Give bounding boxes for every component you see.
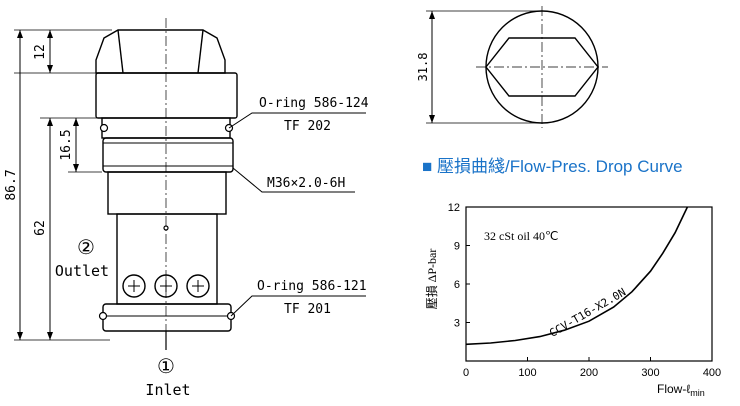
x-tick-label: 200	[580, 367, 598, 379]
valve-side-view	[95, 18, 238, 350]
leaders	[228, 112, 366, 317]
inlet-number: ①	[157, 356, 175, 378]
y-tick-label: 6	[454, 279, 460, 291]
o-rings	[98, 123, 236, 321]
o-ring-bottom-left	[98, 311, 108, 321]
o-ring-bottom-label: O-ring 586-121	[257, 279, 367, 294]
x-tick-label: 0	[463, 367, 469, 379]
dim-thread-length: 16.5	[59, 129, 74, 160]
valve-top-view	[476, 6, 608, 128]
port-hole-3	[186, 274, 210, 298]
o-ring-top-left	[99, 123, 109, 133]
x-tick-label: 400	[703, 367, 721, 379]
dim-body-length: 62	[33, 220, 48, 236]
y-ticks: 3 6 9 12	[448, 202, 470, 330]
x-tick-label: 100	[518, 367, 536, 379]
upper-body	[107, 171, 227, 215]
inlet-label: Inlet	[145, 381, 190, 399]
y-tick-label: 12	[448, 202, 460, 214]
pressure-drop-chart: 0 100 200 300 400 3 6 9 12 CCV-T16-X2.0N 32 cSt…	[424, 202, 721, 398]
outlet-label: Outlet	[55, 262, 109, 280]
y-axis-label: 壓損 ΔP-bar	[424, 249, 439, 310]
curve-heading: ■ 壓損曲綫/Flow-Pres. Drop Curve	[422, 157, 683, 176]
hex-edge-left	[117, 29, 124, 74]
bottom-seal	[102, 303, 232, 332]
series-label: CCV-T16-X2.0N	[547, 286, 628, 340]
dimension-arrows	[17, 30, 79, 340]
top-view-dims	[426, 10, 540, 124]
flange	[95, 72, 238, 119]
series-line	[465, 206, 689, 346]
chart-annotation: 32 cSt oil 40℃	[484, 229, 558, 243]
x-axis-label-main: Flow-ℓ	[657, 382, 690, 396]
x-axis-label-sub: min	[690, 388, 705, 398]
dim-hex-height: 12	[33, 44, 48, 60]
dim-hex-across: 31.8	[416, 53, 430, 82]
center-mark	[163, 225, 169, 231]
thread-label: M36×2.0-6H	[267, 176, 345, 191]
top-view-dim-arrows	[429, 11, 435, 123]
outlet-number: ②	[77, 237, 95, 259]
tf-bottom-label: TF 201	[284, 302, 331, 317]
hex-edge-right	[197, 29, 204, 74]
tf-top-label: TF 202	[284, 119, 331, 134]
dimension-lines	[19, 30, 77, 340]
port-hole-1	[122, 274, 146, 298]
y-tick-label: 9	[454, 241, 460, 253]
o-ring-top-label: O-ring 586-124	[259, 96, 369, 111]
hex-nut-outline	[95, 29, 226, 74]
x-ticks: 0 100 200 300 400	[463, 357, 721, 379]
dim-total-length: 86.7	[4, 169, 19, 200]
x-axis-label: Flow-ℓmin	[657, 382, 705, 398]
y-tick-label: 3	[454, 318, 460, 330]
x-tick-label: 300	[641, 367, 659, 379]
extension-lines	[14, 29, 112, 341]
